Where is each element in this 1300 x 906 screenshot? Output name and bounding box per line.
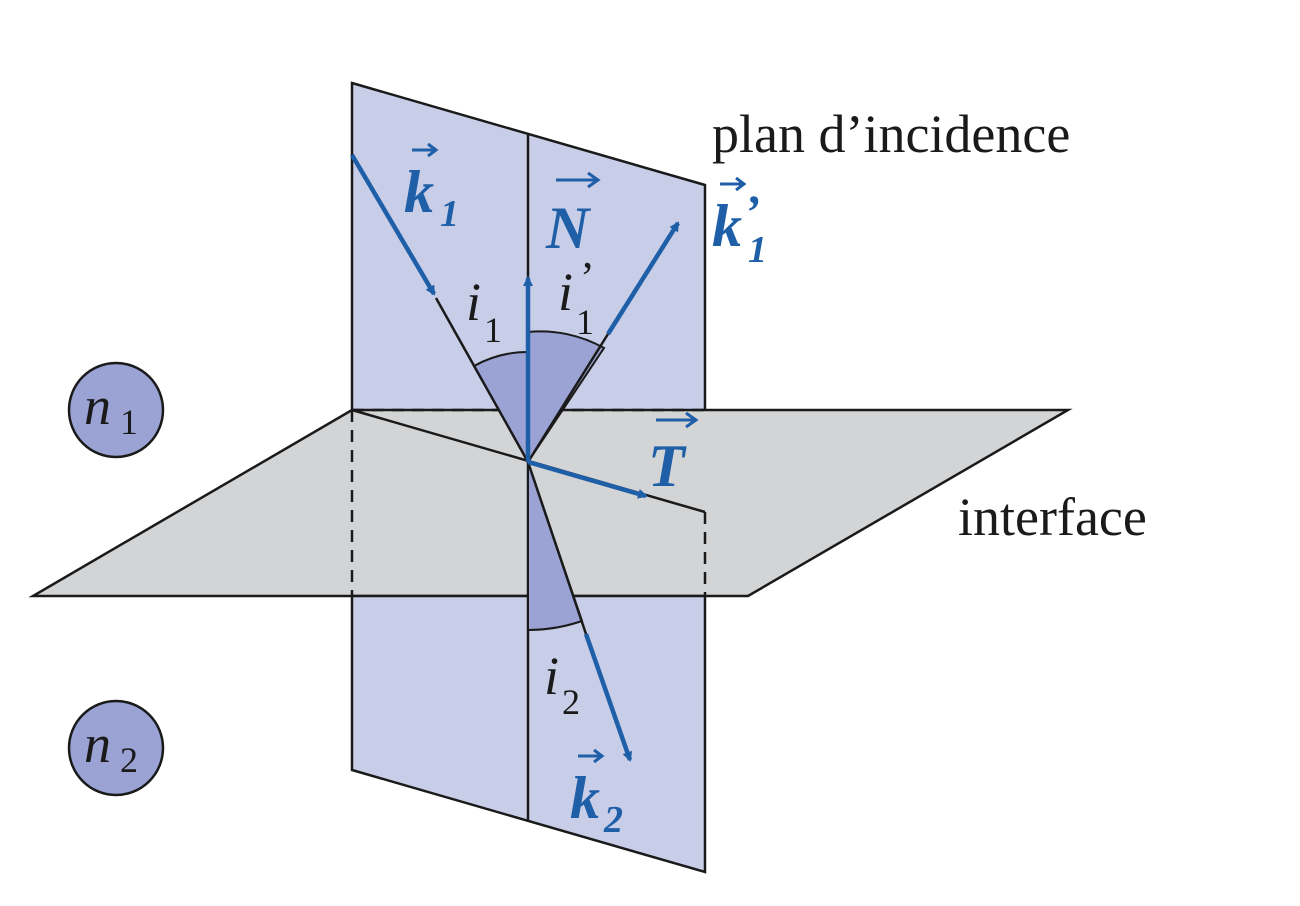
- svg-text:N: N: [545, 195, 592, 261]
- incident-ray: [434, 297, 530, 463]
- svg-text:2: 2: [562, 682, 580, 722]
- interface-label: interface: [958, 487, 1147, 547]
- svg-text:1: 1: [120, 402, 138, 442]
- svg-text:2: 2: [603, 799, 623, 841]
- svg-text:1: 1: [748, 229, 767, 271]
- vector-k1p: [606, 221, 680, 336]
- label-k1: k 1: [404, 142, 459, 235]
- refracted-ray: [526, 461, 588, 635]
- svg-text:’: ’: [580, 253, 595, 302]
- svg-text:1: 1: [576, 302, 594, 342]
- svg-text:k: k: [404, 159, 434, 225]
- plane-name-label: plan d’incidence: [712, 104, 1070, 164]
- svg-text:k: k: [712, 193, 742, 259]
- label-i2: i 2: [544, 646, 580, 722]
- svg-text:i: i: [466, 272, 481, 332]
- vector-k1: [350, 153, 436, 296]
- svg-text:i: i: [558, 262, 573, 322]
- svg-text:n: n: [84, 376, 111, 436]
- label-k2: k 2: [570, 748, 623, 841]
- svg-text:k: k: [570, 765, 600, 831]
- svg-text:1: 1: [440, 193, 459, 235]
- vector-T: [527, 459, 648, 499]
- svg-text:i: i: [544, 646, 559, 706]
- medium-n1-badge: n 1: [67, 361, 165, 459]
- label-T: T: [648, 411, 699, 499]
- interface-plane: [28, 408, 1073, 598]
- svg-text:2: 2: [120, 740, 138, 780]
- svg-text:n: n: [84, 714, 111, 774]
- svg-text:1: 1: [484, 310, 502, 350]
- label-i1p: i ’ 1: [558, 253, 595, 342]
- label-i1: i 1: [466, 272, 502, 350]
- label-k1p: k ’ 1: [712, 176, 767, 271]
- vector-k2: [583, 633, 633, 762]
- reflected-ray: [526, 333, 610, 463]
- svg-text:’: ’: [744, 186, 760, 239]
- medium-n2-badge: n 2: [67, 699, 165, 797]
- svg-text:T: T: [648, 433, 687, 499]
- label-N: N: [545, 171, 601, 261]
